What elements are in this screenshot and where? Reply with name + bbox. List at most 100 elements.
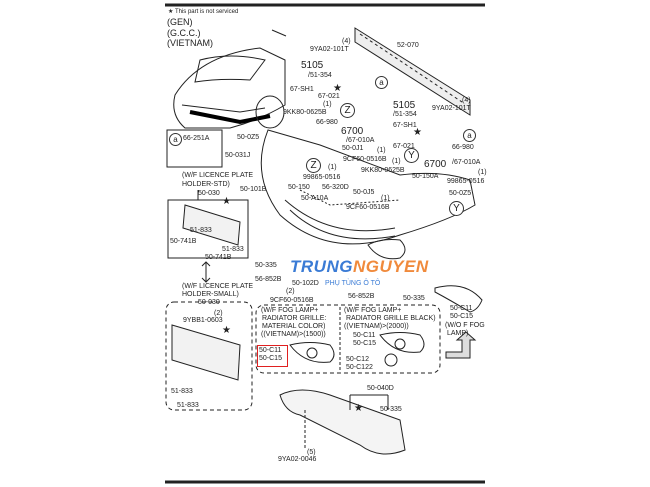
part-label-s852b-a: 56-852B	[255, 276, 282, 283]
part-label-oz5-l: 50-0Z5	[237, 134, 260, 141]
part-label-s320d: 56-320D	[322, 184, 349, 191]
part-label-fog1-1: (W/F FOG LAMP+	[261, 307, 319, 314]
part-label-cf60-b: 9CF60-0516B	[346, 204, 390, 211]
part-label-wo-fog-2: LAMP)	[447, 330, 469, 337]
part-label-fog1-3: MATERIAL COLOR)	[262, 323, 326, 330]
part-label-grp-6700-l: 6700	[341, 126, 364, 137]
fog-lamp-box	[255, 304, 441, 374]
callout-a-icon: a	[463, 129, 476, 142]
fog-bezel-2000	[379, 332, 425, 353]
part-label-oj1: 50-0J1	[342, 145, 364, 152]
star-icon: ★	[222, 325, 231, 336]
part-label-qty1-d: (1)	[392, 158, 401, 165]
part-label-k021-l: 67-021	[318, 93, 340, 100]
under-cover	[279, 389, 406, 455]
part-label-o101b: 50-101B	[240, 186, 267, 193]
part-label-fog1-2: RADIATOR GRILLE:	[262, 315, 327, 322]
part-label-bolt-l-qty: (4)	[342, 38, 351, 45]
not-serviced-note: ★ This part is not serviced	[168, 9, 239, 15]
part-label-c11-c: 50-C11	[353, 332, 376, 339]
callout-a-icon: a	[375, 76, 388, 89]
small-plate-box	[165, 301, 253, 411]
part-label-oj5: 50-0J5	[353, 189, 375, 196]
part-label-small-holder-1: (W/F LICENCE PLATE	[182, 283, 254, 290]
side-bezel	[434, 285, 483, 313]
part-label-o150: 50-150	[288, 184, 310, 191]
watermark-logo: TRUNGNGUYEN	[290, 257, 429, 277]
arrow-shape	[445, 331, 477, 359]
watermark-b: NGUYEN	[352, 257, 429, 276]
part-label-wo-fog-1: (W/O F FOG	[445, 322, 485, 329]
fog-bezel-1500	[289, 342, 335, 363]
part-label-o150a: 50-150A	[412, 173, 439, 180]
part-label-grp-5135-r: /51-354	[393, 111, 417, 118]
part-label-grp-6710-r: /67-010A	[452, 159, 481, 166]
part-label-o335-c: 50-335	[380, 406, 402, 413]
callout-a-icon: a	[169, 133, 182, 146]
part-label-qty1-b: (1)	[377, 147, 386, 154]
part-label-qty2-b: (2)	[214, 310, 223, 317]
part-label-grp-6710-l: /67-010A	[346, 137, 375, 144]
part-label-bolt-l: 9YA02-101T	[310, 46, 349, 53]
part-label-oz5-r: 50-0Z5	[449, 190, 472, 197]
part-label-k021-r: 67-021	[393, 143, 415, 150]
callout-z-icon: Z	[340, 103, 355, 118]
part-label-c11-a: 50-C11	[450, 305, 473, 312]
part-label-sh1-r: 67-SH1	[393, 122, 417, 129]
part-label-o31j: 50-031J	[225, 152, 251, 159]
part-label-c15-b: 50-C15	[259, 355, 282, 362]
watermark-tagline: PHỤ TÙNG Ô TÔ	[325, 280, 381, 287]
highlight-box	[257, 345, 288, 367]
part-label-c11-b: 50-C11	[259, 347, 282, 354]
part-label-std-holder-1: (W/F LICENCE PLATE	[182, 172, 254, 179]
clip-detail-box	[166, 129, 223, 168]
watermark-a: TRUNG	[290, 257, 353, 276]
part-label-grp-5135-l: /51-354	[308, 72, 332, 79]
part-label-c15-a: 50-C15	[450, 313, 473, 320]
part-label-o335-b: 50-335	[403, 295, 425, 302]
part-label-grp-5105-l: 5105	[301, 60, 324, 71]
part-label-fog2-3: ((VIETNAM)>(2000))	[344, 323, 409, 330]
std-plate-box	[167, 199, 249, 259]
double-arrow	[201, 261, 211, 283]
part-label-s833-d: 51-833	[177, 402, 199, 409]
callout-y-icon: Y	[404, 148, 419, 163]
part-label-fog2-1: (W/F FOG LAMP+	[344, 307, 402, 314]
part-label-s833-a: 51-833	[190, 227, 212, 234]
part-label-ya02: 9YA02-0046	[278, 456, 317, 463]
market-vietnam: (VIETNAM)	[167, 38, 213, 48]
part-label-s99865-b: 99865-0516	[447, 178, 485, 185]
part-label-o741b-a: 50-741B	[170, 238, 197, 245]
part-label-s833-c: 51-833	[171, 388, 193, 395]
part-label-k980-l: 66-980	[316, 119, 338, 126]
part-label-yb-b: 9YBB1-0603	[183, 317, 223, 324]
part-label-o030-a: 50-030	[198, 190, 220, 197]
part-label-s99865-a: 99865-0516	[303, 174, 341, 181]
part-label-std-holder-2: HOLDER-STD)	[182, 181, 230, 188]
part-label-o040d: 50-040D	[367, 385, 394, 392]
fog-cover-ring	[384, 353, 398, 367]
part-label-o030-b: 50-030	[198, 299, 220, 306]
part-label-c122: 50-C122	[346, 364, 373, 371]
part-label-s852b-b: 56-852B	[348, 293, 375, 300]
part-label-sh1-l: 67-SH1	[290, 86, 314, 93]
part-label-s833-b: 51-833	[222, 246, 244, 253]
front-bumper	[260, 129, 476, 245]
part-label-kk80-a: 9KK80-0625B	[283, 109, 327, 116]
market-gen: (GEN)	[167, 17, 193, 27]
part-label-cf60-c: 9CF60-0516B	[270, 297, 314, 304]
part-label-a-box: 66-251A	[183, 135, 210, 142]
star-icon: ★	[333, 83, 342, 94]
part-label-bolt-r-qty: (4)	[462, 97, 471, 104]
part-label-qty1-e: (1)	[478, 169, 487, 176]
market-gcc: (G.C.C.)	[167, 28, 201, 38]
star-icon: ★	[413, 127, 422, 138]
part-label-c15-c: 50-C15	[353, 340, 376, 347]
part-label-fog2-2: RADIATOR GRILLE BLACK)	[346, 315, 436, 322]
part-label-qty1-a: (1)	[323, 101, 332, 108]
part-label-qty1-c: (1)	[328, 164, 337, 171]
part-label-qty2-a: (2)	[286, 288, 295, 295]
callout-y-icon: Y	[449, 201, 464, 216]
plate-holder-std	[182, 204, 241, 246]
